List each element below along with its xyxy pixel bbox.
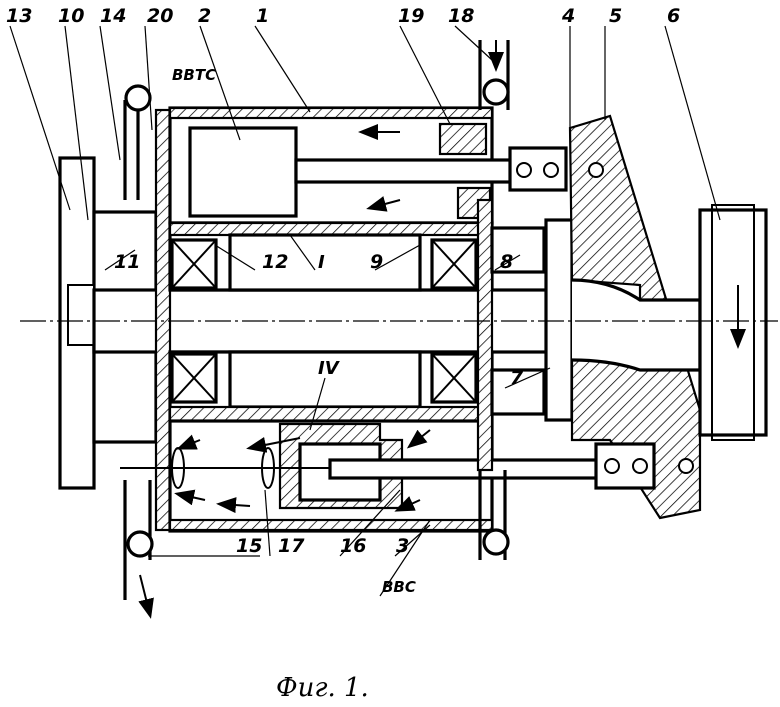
label-bottom-chamber: ВВС [382, 578, 416, 596]
label-20: 20 [147, 5, 173, 27]
lower-piston-rod [328, 458, 600, 480]
label-13: 13 [6, 5, 32, 27]
label-8: 8 [500, 251, 513, 273]
label-15: 15 [236, 535, 262, 557]
label-5: 5 [609, 5, 622, 27]
label-section-I: I [318, 252, 325, 273]
label-16: 16 [340, 535, 366, 557]
figure-caption: Фиг. 1. [276, 673, 369, 703]
label-6: 6 [667, 5, 680, 27]
upper-piston-rod [294, 158, 520, 184]
label-17: 17 [278, 535, 305, 557]
lower-left-port [123, 480, 154, 600]
label-1: 1 [256, 5, 269, 27]
left-housing-wall [154, 108, 172, 532]
output-pulley [698, 208, 768, 437]
label-14: 14 [100, 5, 126, 27]
leader-lines [9, 25, 721, 597]
label-19: 19 [398, 5, 424, 27]
label-11: 11 [114, 251, 140, 273]
hub-plate [544, 218, 574, 422]
label-18: 18 [448, 5, 474, 27]
part-labels: 13 10 14 20 2 1 19 18 4 5 6 11 12 9 8 7 … [6, 5, 680, 557]
flow-arrows [138, 40, 746, 619]
label-section-IV: IV [318, 358, 341, 379]
lower-right-port [478, 470, 510, 560]
mechanism-drawing: 13 10 14 20 2 1 19 18 4 5 6 11 12 9 8 7 … [6, 5, 778, 703]
label-9: 9 [370, 251, 383, 273]
label-3: 3 [396, 535, 409, 557]
bearing-upper-left [170, 238, 218, 290]
upper-right-port [478, 40, 510, 110]
zone-labels: I IV ВВТС ВВС [172, 66, 416, 596]
bearing-upper-right [430, 238, 478, 290]
label-7: 7 [510, 367, 524, 389]
bearing-lower-right [430, 352, 478, 404]
label-2: 2 [198, 5, 211, 27]
label-top-chamber: ВВТС [172, 66, 216, 84]
label-4: 4 [561, 5, 575, 27]
upper-piston [188, 126, 298, 218]
bearing-lower-left [170, 352, 218, 404]
label-12: 12 [262, 251, 288, 273]
right-housing-wall [476, 198, 494, 472]
upper-left-port [123, 84, 152, 200]
label-10: 10 [58, 5, 84, 27]
